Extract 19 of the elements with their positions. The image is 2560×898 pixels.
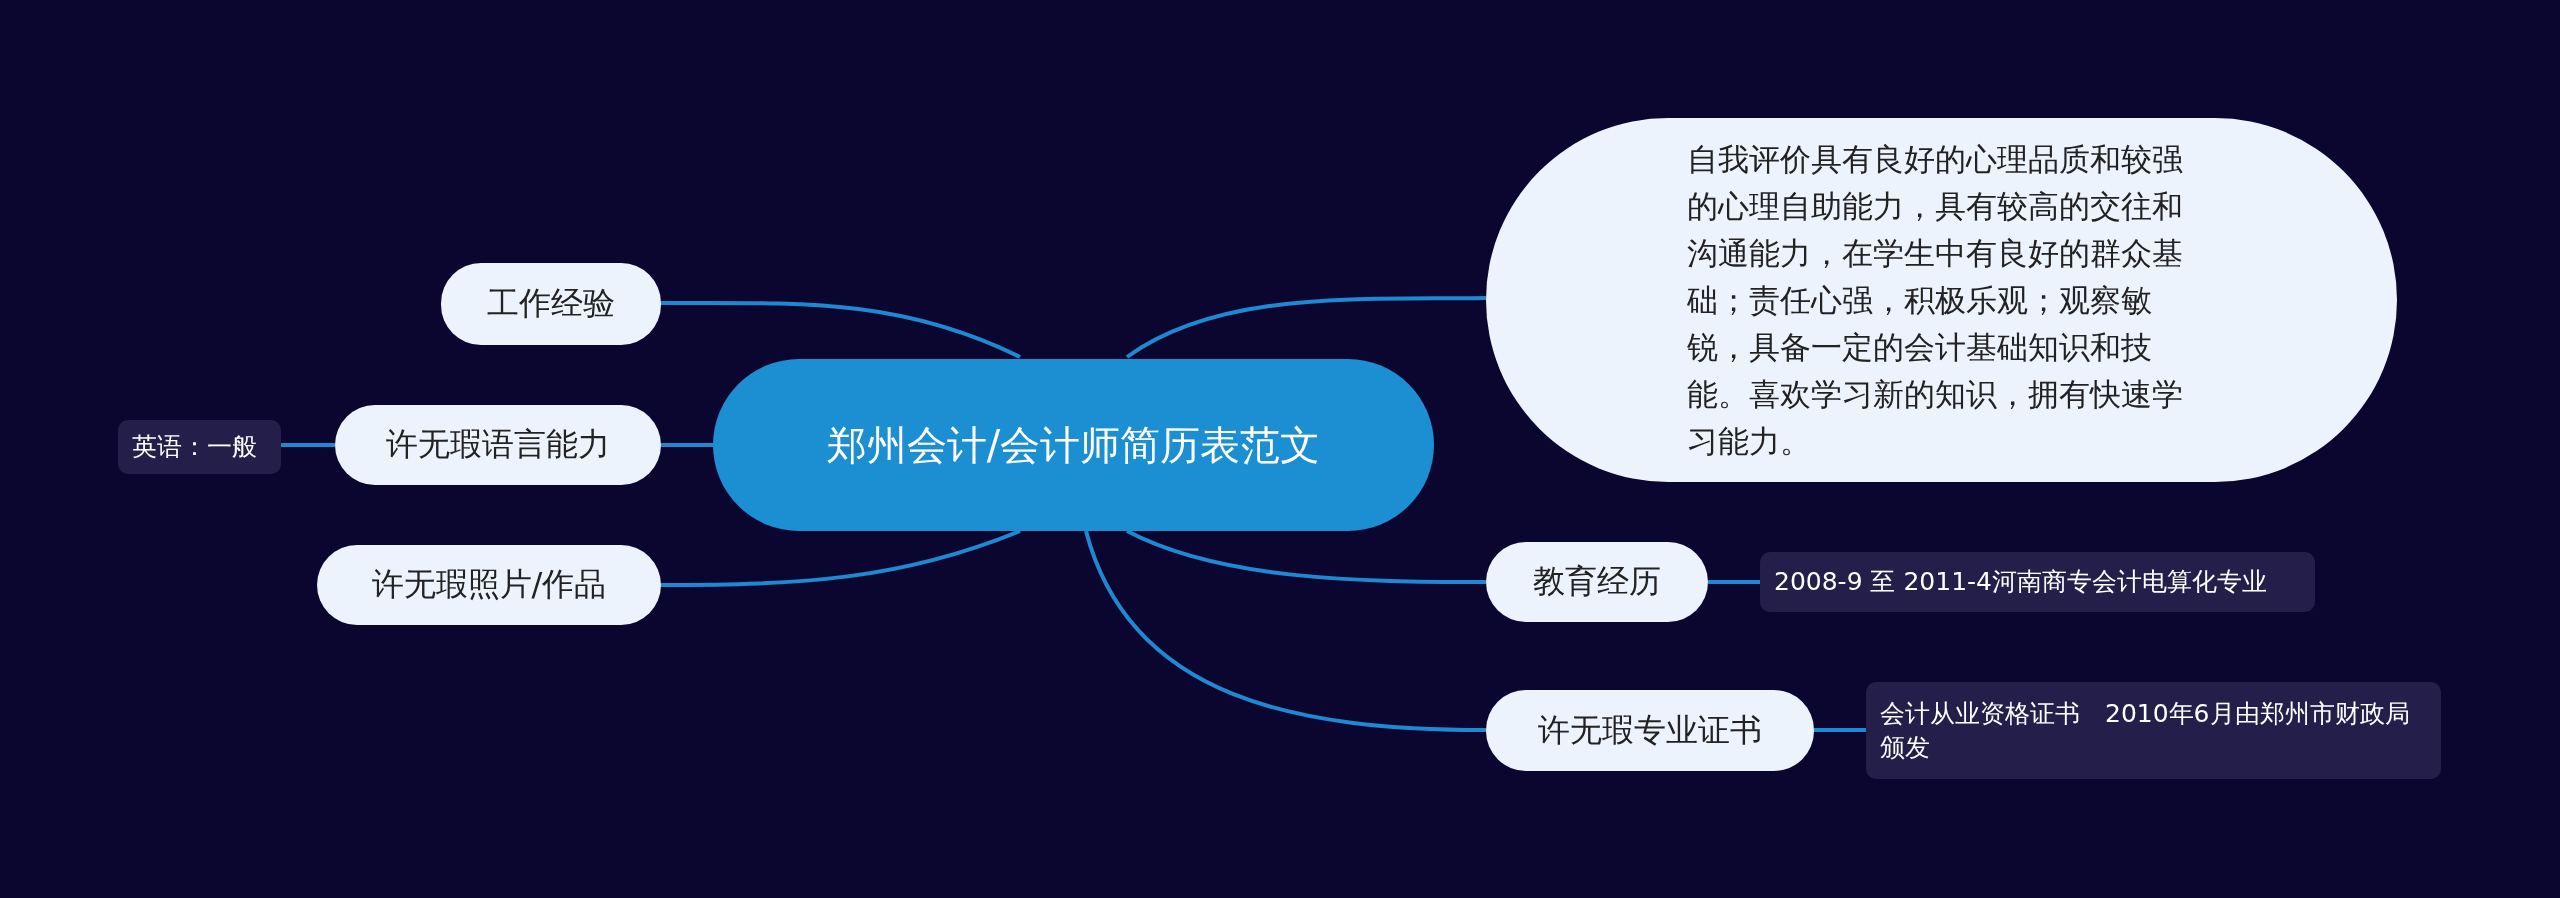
note-box: 会计从业资格证书 2010年6月由郑州市财政局颁发 — [1866, 682, 2441, 779]
connector — [661, 443, 713, 447]
topic-box: 工作经验 — [441, 263, 661, 345]
connector — [1125, 296, 1487, 359]
connector — [1708, 580, 1760, 584]
connector — [661, 529, 1021, 587]
topic-box: 自我评价具有良好的心理品质和较强的心理自助能力，具有较高的交往和沟通能力，在学生中有良好的群众基础；责任心强，积极乐观；观察敏锐，具备一定的会计基础知识和技能。喜欢学习新的知识，拥有快速学习能力。 — [1486, 118, 2397, 482]
connector — [1084, 530, 1487, 732]
note-box: 英语：一般 — [118, 420, 281, 474]
connector — [1814, 728, 1866, 732]
note-box: 2008-9 至 2011-4河南商专会计电算化专业 — [1760, 552, 2315, 612]
topic-box: 许无瑕照片/作品 — [317, 545, 661, 625]
topic-box: 许无瑕专业证书 — [1486, 690, 1814, 771]
topic-box: 教育经历 — [1486, 542, 1708, 622]
topic-box: 许无瑕语言能力 — [335, 405, 661, 485]
connector — [1126, 529, 1486, 584]
connector — [281, 443, 335, 447]
central-topic-box: 郑州会计/会计师简历表范文 — [713, 359, 1434, 531]
connector — [661, 300, 1021, 359]
